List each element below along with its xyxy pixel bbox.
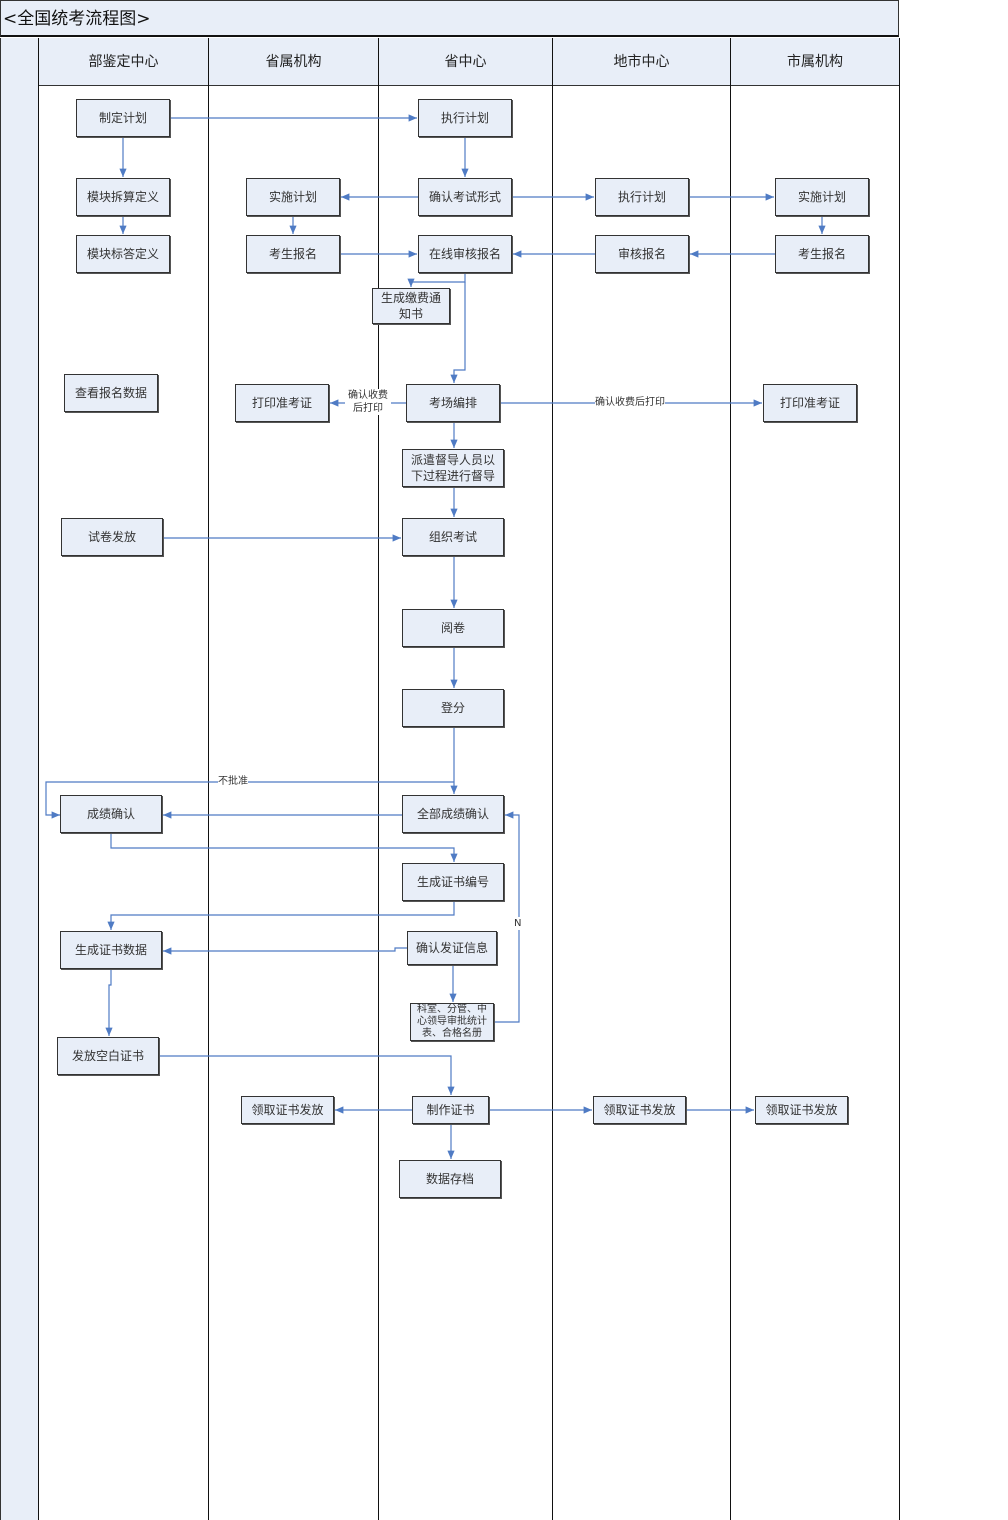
node-implement-plan[interactable]: 实施计划 [246, 178, 340, 216]
node-score-confirm[interactable]: 成绩确认 [60, 795, 162, 833]
lane-gutter [0, 38, 38, 1520]
node-archive[interactable]: 数据存档 [399, 1160, 501, 1198]
node-score-entry[interactable]: 登分 [402, 689, 504, 727]
lane-ministry [38, 38, 208, 1520]
node-implement-plan[interactable]: 实施计划 [775, 178, 869, 216]
node-print-admission[interactable]: 打印准考证 [235, 384, 329, 422]
node-grading[interactable]: 阅卷 [402, 609, 504, 647]
edge-label-confirm-fee: 确认收费后打印 [345, 389, 391, 415]
node-print-admission[interactable]: 打印准考证 [763, 384, 857, 422]
node-confirm-cert-info[interactable]: 确认发证信息 [407, 931, 497, 965]
node-make-plan[interactable]: 制定计划 [76, 99, 170, 137]
node-receive-cert[interactable]: 领取证书发放 [755, 1096, 848, 1124]
lane-header: 市属机构 [731, 38, 899, 86]
node-receive-cert[interactable]: 领取证书发放 [241, 1096, 334, 1124]
node-module-answer-define[interactable]: 模块标答定义 [76, 235, 170, 273]
node-view-registration-data[interactable]: 查看报名数据 [64, 374, 158, 412]
lane-city-org [730, 38, 900, 1520]
node-leader-approval[interactable]: 科室、分管、中心领导审批统计表、合格名册 [410, 1003, 494, 1041]
node-execute-plan[interactable]: 执行计划 [418, 99, 512, 137]
node-room-arrangement[interactable]: 考场编排 [406, 384, 500, 422]
node-paper-distribution[interactable]: 试卷发放 [61, 518, 163, 556]
lane-city-center [552, 38, 730, 1520]
lane-provincial-center [378, 38, 552, 1520]
node-online-review[interactable]: 在线审核报名 [418, 235, 512, 273]
node-receive-cert[interactable]: 领取证书发放 [593, 1096, 686, 1124]
node-cert-number[interactable]: 生成证书编号 [402, 863, 504, 901]
diagram-title: <全国统考流程图> [0, 0, 899, 37]
node-registration[interactable]: 考生报名 [775, 235, 869, 273]
lane-header: 省中心 [379, 38, 552, 86]
node-confirm-exam-form[interactable]: 确认考试形式 [418, 178, 512, 216]
node-make-cert[interactable]: 制作证书 [412, 1096, 489, 1124]
lane-header: 省属机构 [209, 38, 378, 86]
node-dispatch-supervisor[interactable]: 派遣督导人员以下过程进行督导 [402, 449, 504, 487]
node-execute-plan[interactable]: 执行计划 [595, 178, 689, 216]
edge-label-confirm-fee: 确认收费后打印 [595, 396, 665, 409]
node-fee-notice[interactable]: 生成缴费通知书 [372, 288, 450, 324]
node-organize-exam[interactable]: 组织考试 [402, 518, 504, 556]
node-cert-data[interactable]: 生成证书数据 [60, 931, 162, 969]
node-module-define[interactable]: 模块拆算定义 [76, 178, 170, 216]
lane-header: 部鉴定中心 [39, 38, 208, 86]
node-blank-cert[interactable]: 发放空白证书 [57, 1037, 159, 1075]
edge-label-reject: 不批准 [218, 775, 248, 788]
edge-label-no: N [514, 917, 522, 930]
node-review-registration[interactable]: 审核报名 [595, 235, 689, 273]
lane-header: 地市中心 [553, 38, 730, 86]
lane-provincial-org [208, 38, 378, 1520]
node-all-score-confirm[interactable]: 全部成绩确认 [402, 795, 504, 833]
node-registration[interactable]: 考生报名 [246, 235, 340, 273]
